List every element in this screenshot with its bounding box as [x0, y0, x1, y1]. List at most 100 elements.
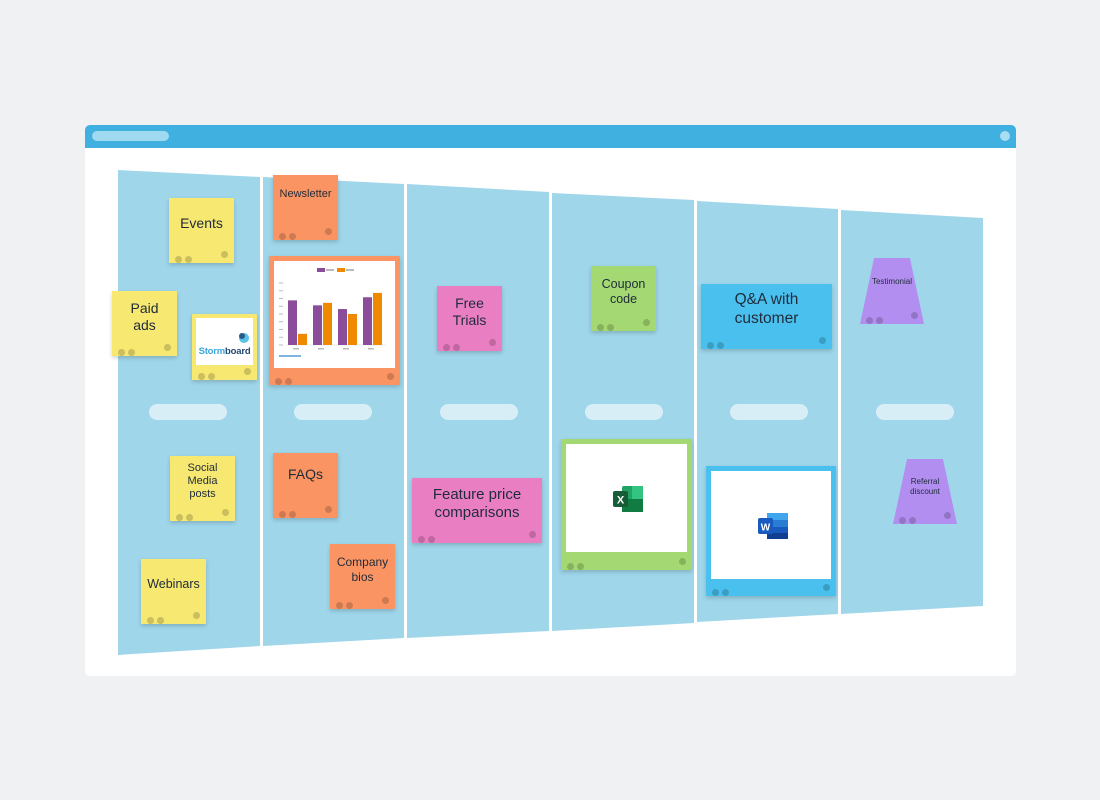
- stormboard-wordmark-storm: Storm: [198, 346, 226, 357]
- sticky-note-label: Testimonial: [871, 277, 912, 287]
- chart-bar-series-1: [338, 309, 347, 345]
- note-dot-icon: [382, 597, 389, 604]
- stormboard-wordmark-board: board: [225, 346, 251, 357]
- sticky-note-webinars[interactable]: Webinars: [141, 559, 206, 624]
- sticky-note-faqs[interactable]: FAQs: [273, 453, 338, 518]
- column-4-drag-handle[interactable]: [585, 404, 663, 420]
- note-dot-icon: [819, 337, 826, 344]
- note-dots-icon: [866, 311, 888, 324]
- word-letter: W: [761, 523, 771, 534]
- column-1-drag-handle[interactable]: [149, 404, 227, 420]
- bar-chart: [279, 268, 386, 357]
- sticky-note-company-bios[interactable]: Company bios: [330, 544, 395, 609]
- sticky-note-label: Social Media posts: [187, 461, 218, 501]
- sticky-note-qa-with-customer[interactable]: Q&A with customer: [701, 284, 832, 349]
- note-dots-icon: [147, 611, 169, 624]
- sticky-note-label: Company bios: [336, 555, 389, 584]
- sticky-note-label: FAQs: [287, 466, 323, 483]
- sticky-note-label: Free Trials: [452, 294, 487, 328]
- chart-bar-series-2: [348, 314, 357, 345]
- sticky-note-newsletter[interactable]: Newsletter: [273, 175, 338, 240]
- chart-bar-series-2: [323, 302, 332, 345]
- sticky-note-coupon-code[interactable]: Coupon code: [591, 266, 656, 331]
- x-tick-label: [293, 348, 299, 350]
- note-dot-icon: [911, 312, 918, 319]
- word-preview: W: [711, 471, 831, 579]
- column-2-drag-handle[interactable]: [294, 404, 372, 420]
- note-dots-icon: [118, 343, 140, 356]
- trapezoid-note-referral-discount[interactable]: Referral discount: [893, 459, 957, 524]
- legend-label-series-1: [326, 269, 334, 271]
- note-dot-icon: [489, 339, 496, 346]
- note-dot-icon: [325, 228, 332, 235]
- legend-label-series-2: [346, 269, 354, 271]
- stormboard-logo: Stormboard: [196, 318, 253, 365]
- note-dots-icon: [175, 250, 197, 263]
- word-icon: W: [758, 513, 788, 539]
- y-tick-label: [279, 344, 283, 346]
- sticky-note-label: Referral discount: [910, 476, 940, 496]
- note-dots-icon: [198, 367, 220, 380]
- note-dots-icon: [176, 508, 198, 521]
- y-tick-label: [279, 290, 283, 292]
- sticky-note-label: Coupon code: [601, 276, 646, 306]
- column-6-drag-handle[interactable]: [876, 404, 954, 420]
- chart-card[interactable]: [269, 256, 400, 385]
- note-dot-icon: [679, 558, 686, 565]
- chart-footer-link: [279, 355, 301, 357]
- y-tick-label: [279, 298, 283, 299]
- chart-preview: [274, 261, 395, 368]
- note-dot-icon: [222, 509, 229, 516]
- excel-letter: X: [617, 495, 625, 507]
- note-dot-icon: [387, 373, 394, 380]
- x-tick-label: [318, 348, 324, 350]
- note-dots-icon: [707, 336, 729, 349]
- legend-swatch-series-1: [317, 268, 325, 272]
- y-tick-label: [279, 305, 283, 307]
- note-dot-icon: [221, 251, 228, 258]
- note-dot-icon: [193, 612, 200, 619]
- sticky-note-paid-ads[interactable]: Paid ads: [112, 291, 177, 356]
- sticky-note-feature-price-comparisons[interactable]: Feature price comparisons: [412, 478, 542, 543]
- note-dot-icon: [529, 531, 536, 538]
- sticky-note-label: Events: [180, 215, 223, 232]
- note-dots-icon: [712, 583, 734, 596]
- note-dots-icon: [336, 596, 358, 609]
- stormboard-card[interactable]: Stormboard: [192, 314, 257, 380]
- sticky-note-label: Feature price comparisons: [432, 485, 522, 521]
- excel-preview: X: [566, 444, 687, 552]
- x-tick-label: [343, 348, 349, 350]
- legend-swatch-series-2: [337, 268, 345, 272]
- column-3-drag-handle[interactable]: [440, 404, 518, 420]
- excel-file-card[interactable]: X: [561, 439, 692, 570]
- y-tick-label: [279, 282, 283, 284]
- note-dot-icon: [325, 506, 332, 513]
- note-dots-icon: [567, 557, 589, 570]
- y-tick-label: [279, 313, 283, 315]
- trapezoid-note-testimonial[interactable]: Testimonial: [860, 258, 924, 324]
- note-dot-icon: [244, 368, 251, 375]
- chart-bar-series-2: [373, 292, 382, 345]
- chart-bar-series-1: [313, 305, 322, 345]
- note-dots-icon: [418, 530, 440, 543]
- y-tick-label: [279, 329, 283, 330]
- note-dot-icon: [164, 344, 171, 351]
- y-tick-label: [279, 336, 283, 338]
- excel-icon: X: [613, 486, 643, 512]
- note-dot-icon: [823, 584, 830, 591]
- sticky-note-label: Webinars: [147, 577, 200, 591]
- note-dots-icon: [443, 338, 465, 351]
- word-file-card[interactable]: W: [706, 466, 836, 596]
- sticky-note-label: Paid ads: [130, 299, 159, 333]
- column-5-drag-handle[interactable]: [730, 404, 808, 420]
- sticky-note-events[interactable]: Events: [169, 198, 234, 263]
- chart-bar-series-1: [363, 297, 372, 345]
- note-dots-icon: [279, 227, 301, 240]
- sticky-note-label: Q&A with customer: [734, 290, 799, 327]
- y-tick-label: [279, 321, 283, 323]
- note-dot-icon: [944, 512, 951, 519]
- sticky-note-social-media-posts[interactable]: Social Media posts: [170, 456, 235, 521]
- note-dots-icon: [597, 318, 619, 331]
- sticky-note-free-trials[interactable]: Free Trials: [437, 286, 502, 351]
